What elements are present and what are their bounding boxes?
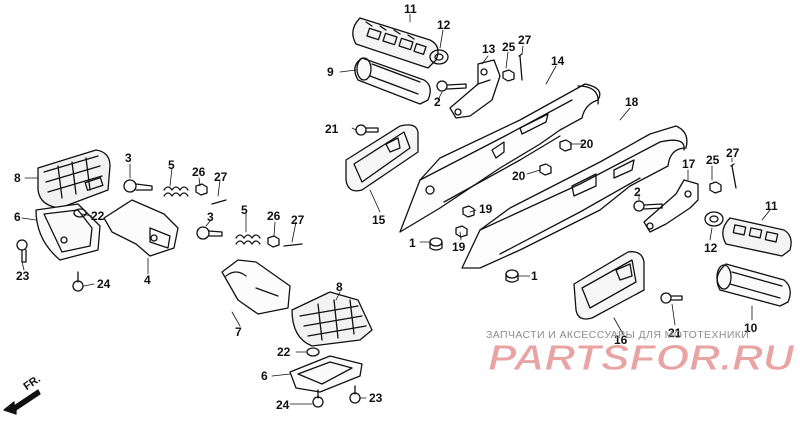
callout-17: 17	[682, 157, 696, 171]
callout-21: 21	[668, 326, 682, 340]
bolt-upper	[355, 124, 379, 136]
callout-1: 1	[409, 236, 416, 250]
washer-right	[704, 211, 724, 227]
pin-27-left	[211, 199, 227, 205]
nut-26-center	[267, 235, 280, 248]
front-arrow-icon	[3, 389, 41, 415]
callout-3: 3	[125, 151, 132, 165]
callout-11: 11	[765, 199, 778, 213]
callout-26: 26	[192, 165, 206, 179]
holder-upper	[399, 83, 601, 233]
callout-24: 24	[97, 277, 111, 291]
collar-lower	[505, 269, 519, 283]
callout-23: 23	[369, 391, 383, 405]
callout-3: 3	[207, 210, 214, 224]
bolt-top	[436, 80, 467, 92]
callout-23: 23	[16, 269, 30, 283]
bolt-3-center	[196, 226, 223, 240]
bolt-20-b	[539, 163, 552, 176]
callout-19: 19	[452, 240, 466, 254]
callout-18: 18	[625, 95, 639, 109]
bolt-24-left	[72, 271, 84, 292]
callout-6: 6	[14, 210, 21, 224]
bolt-right	[633, 200, 663, 212]
footpeg-rubber-center	[291, 291, 373, 347]
bolt-20-a	[559, 139, 572, 152]
callout-15: 15	[372, 213, 386, 227]
grip-rubber-top	[352, 17, 439, 69]
callout-5: 5	[168, 158, 175, 172]
bolt-24-center	[312, 389, 324, 408]
nut-26-left	[195, 183, 208, 196]
pin-right	[730, 163, 737, 189]
grip-cover-top	[354, 57, 431, 105]
watermark-logo-text: PARTSFOR.RU	[488, 338, 794, 378]
callout-7: 7	[235, 325, 242, 339]
nut-top	[502, 69, 515, 82]
callout-10: 10	[744, 321, 758, 335]
nut-right	[709, 181, 722, 194]
callout-12: 12	[437, 18, 451, 32]
watermark-logo: PARTSFOR.RU	[488, 338, 794, 378]
bracket-top	[449, 59, 501, 119]
heel-guard-upper	[345, 124, 419, 192]
callout-1: 1	[531, 269, 538, 283]
callout-2: 2	[434, 95, 441, 109]
spring-5-center	[235, 234, 261, 245]
callout-8: 8	[14, 171, 21, 185]
callout-20: 20	[580, 137, 594, 151]
callout-25: 25	[706, 153, 720, 167]
bolt-23-center	[349, 385, 361, 404]
callout-24: 24	[276, 398, 290, 412]
callout-5: 5	[241, 203, 248, 217]
bolt-19-b	[455, 225, 468, 238]
footpeg-bracket-left	[103, 199, 179, 257]
callout-11: 11	[404, 2, 417, 16]
grip-rubber-right	[722, 217, 792, 257]
callout-25: 25	[502, 40, 516, 54]
footpeg-plate-left	[35, 203, 101, 261]
footpeg-bracket-center	[221, 259, 291, 315]
callout-27: 27	[518, 33, 532, 47]
callout-22: 22	[277, 345, 291, 359]
callout-19: 19	[479, 202, 493, 216]
watermark-caption: ЗАПЧАСТИ И АКСЕССУАРЫ ДЛЯ МОТОТЕХНИКИ	[486, 329, 750, 341]
callout-27: 27	[214, 170, 228, 184]
callout-2: 2	[634, 185, 641, 199]
callout-13: 13	[482, 42, 496, 56]
pin-27-center	[283, 243, 303, 247]
callout-22: 22	[91, 209, 105, 223]
callout-16: 16	[614, 333, 628, 347]
callout-21: 21	[325, 122, 339, 136]
bolt-23-left	[16, 239, 28, 263]
bolt-3-left	[123, 179, 153, 193]
callout-9: 9	[327, 65, 334, 79]
callout-8: 8	[336, 280, 343, 294]
heel-guard-lower	[573, 251, 645, 320]
holder-lower	[461, 125, 688, 269]
bolt-19-a	[462, 205, 475, 218]
footpeg-plate-center	[289, 355, 363, 393]
washer-top	[429, 49, 449, 65]
callout-14: 14	[551, 54, 565, 68]
washer-22-left	[73, 208, 87, 218]
washer-22-center	[306, 347, 320, 357]
callout-27: 27	[291, 213, 305, 227]
grip-cover-right	[716, 263, 791, 307]
callout-4: 4	[144, 273, 151, 287]
callout-12: 12	[704, 241, 718, 255]
pin-top	[518, 53, 523, 81]
bolt-21-right	[660, 292, 683, 304]
bracket-right	[643, 179, 699, 233]
callout-27: 27	[726, 146, 740, 160]
footpeg-rubber-left	[37, 149, 111, 209]
callout-6: 6	[261, 369, 268, 383]
collar-upper	[429, 237, 443, 251]
callout-20: 20	[512, 169, 526, 183]
callout-26: 26	[267, 209, 281, 223]
spring-5-left	[163, 186, 189, 197]
